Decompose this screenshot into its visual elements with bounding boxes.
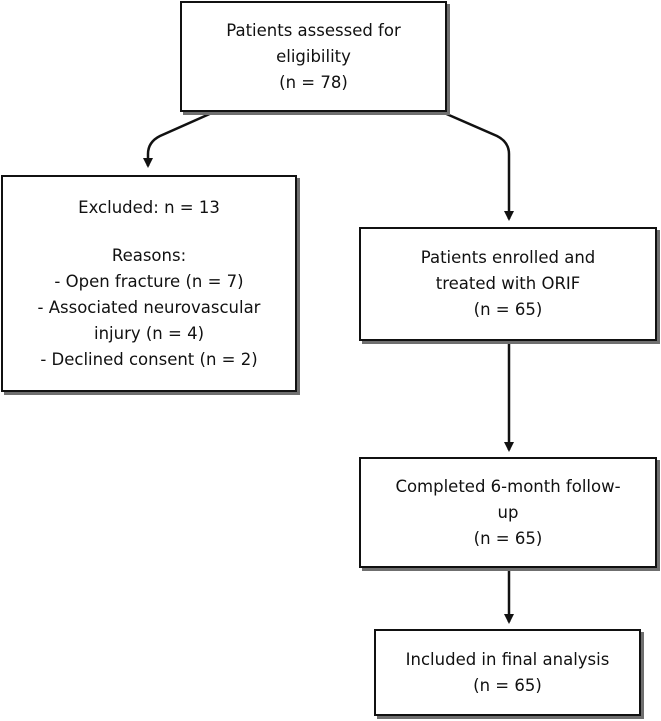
box-excluded: Excluded: n = 13 Reasons: - Open fractur… [1,175,297,392]
excluded-reasons-title: Reasons: [111,245,187,265]
excluded-reason-open-fracture: - Open fracture (n = 7) [54,271,244,291]
assessed-count: (n = 78) [279,72,348,92]
excluded-reason-neurovascular: - Associated neurovascular [37,297,261,317]
excluded-header: Excluded: n = 13 [78,197,220,217]
assessed-line-1: Patients assessed for [226,20,401,40]
arrow-assessed-to-enrolled [441,110,514,221]
enrolled-line-1: Patients enrolled and [420,248,596,267]
followup-line-1: Completed 6-month follow- [395,476,621,496]
box-final-analysis: Included in final analysis (n = 65) [374,629,641,716]
analysis-line-1: Included in final analysis [405,649,610,669]
followup-line-2: up [497,502,519,522]
enrolled-line-2: treated with ORIF [435,274,581,293]
box-assessed-eligibility: Patients assessed for eligibility (n = 7… [180,1,447,112]
box-enrolled-orif: Patients enrolled and treated with ORIF … [359,227,657,341]
excluded-reason-declined-consent: - Declined consent (n = 2) [40,349,258,369]
enrolled-count: (n = 65) [473,300,543,319]
analysis-count: (n = 65) [473,675,542,695]
arrow-assessed-to-excluded [143,110,215,168]
assessed-line-2: eligibility [276,46,351,66]
excluded-reason-neurovascular-cont: injury (n = 4) [93,323,205,343]
box-completed-followup: Completed 6-month follow- up (n = 65) [359,457,657,568]
followup-count: (n = 65) [473,528,543,548]
